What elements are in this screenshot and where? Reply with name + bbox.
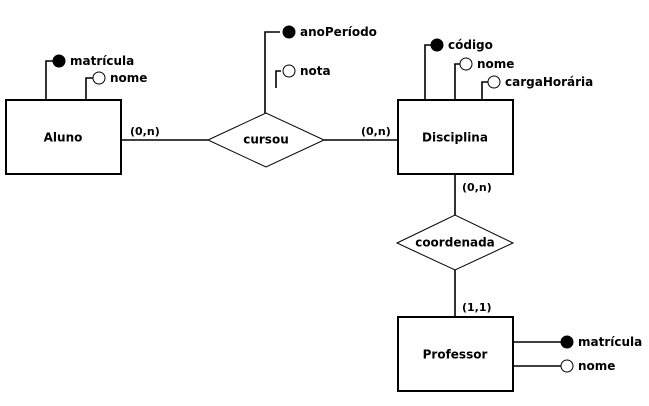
entity-professor[interactable]: Professor (397, 316, 514, 392)
key-attribute-icon (52, 54, 66, 68)
key-attribute-icon (430, 38, 444, 52)
attribute-professor-nome[interactable]: nome (560, 359, 615, 373)
attribute-icon (282, 64, 296, 78)
cardinality-disciplina-cursou: (0,n) (361, 125, 391, 138)
relationship-coordenada-diamond (395, 214, 515, 271)
attribute-professor-nome-label: nome (578, 359, 615, 373)
relationship-cursou[interactable]: cursou (206, 112, 326, 168)
relationship-cursou-diamond (206, 112, 326, 168)
entity-professor-label: Professor (423, 348, 488, 362)
connector-lines (45, 31, 561, 367)
entity-aluno-label: Aluno (44, 131, 83, 145)
attribute-disciplina-codigo-label: código (448, 38, 493, 52)
attribute-aluno-nome[interactable]: nome (92, 71, 147, 85)
key-attribute-icon (560, 335, 574, 349)
attribute-disciplina-cargahoraria-label: cargaHorária (505, 75, 593, 89)
cardinality-disciplina-coordenada: (0,n) (462, 181, 492, 194)
attribute-cursou-anoperiodo[interactable]: anoPeríodo (282, 25, 377, 39)
disciplina-cargahoraria-stem (481, 81, 488, 100)
attribute-cursou-nota-label: nota (300, 64, 331, 78)
attribute-disciplina-nome[interactable]: nome (459, 57, 514, 71)
aluno-matricula-stem (45, 60, 53, 100)
aluno-nome-stem (85, 77, 93, 100)
attribute-icon (487, 75, 501, 89)
attribute-cursou-nota[interactable]: nota (282, 64, 331, 78)
entity-disciplina-label: Disciplina (422, 131, 488, 145)
attribute-professor-matricula-label: matrícula (578, 335, 642, 349)
attribute-aluno-nome-label: nome (110, 71, 147, 85)
attribute-aluno-matricula-label: matrícula (70, 54, 134, 68)
entity-disciplina-box (397, 99, 514, 175)
attribute-aluno-matricula[interactable]: matrícula (52, 54, 134, 68)
entity-aluno[interactable]: Aluno (5, 99, 122, 175)
entity-aluno-box (5, 99, 122, 175)
entity-disciplina[interactable]: Disciplina (397, 99, 514, 175)
attribute-icon (459, 57, 473, 71)
attribute-icon (92, 71, 106, 85)
relationship-cursou-label: cursou (243, 133, 289, 147)
disciplina-nome-stem (454, 63, 460, 100)
cursou-anoperiodo-stem (264, 31, 280, 113)
attribute-disciplina-nome-label: nome (477, 57, 514, 71)
attribute-disciplina-codigo[interactable]: código (430, 38, 493, 52)
attribute-professor-matricula[interactable]: matrícula (560, 335, 642, 349)
cursou-nota-stem (275, 70, 281, 88)
attribute-icon (560, 359, 574, 373)
relationship-coordenada[interactable]: coordenada (395, 214, 515, 271)
cardinality-aluno-cursou: (0,n) (130, 125, 160, 138)
attribute-disciplina-cargahoraria[interactable]: cargaHorária (487, 75, 593, 89)
disciplina-codigo-stem (424, 44, 431, 100)
entity-professor-box (397, 316, 514, 392)
key-attribute-icon (282, 25, 296, 39)
attribute-cursou-anoperiodo-label: anoPeríodo (300, 25, 377, 39)
cardinality-professor-coordenada: (1,1) (462, 301, 492, 314)
relationship-coordenada-label: coordenada (415, 236, 495, 250)
